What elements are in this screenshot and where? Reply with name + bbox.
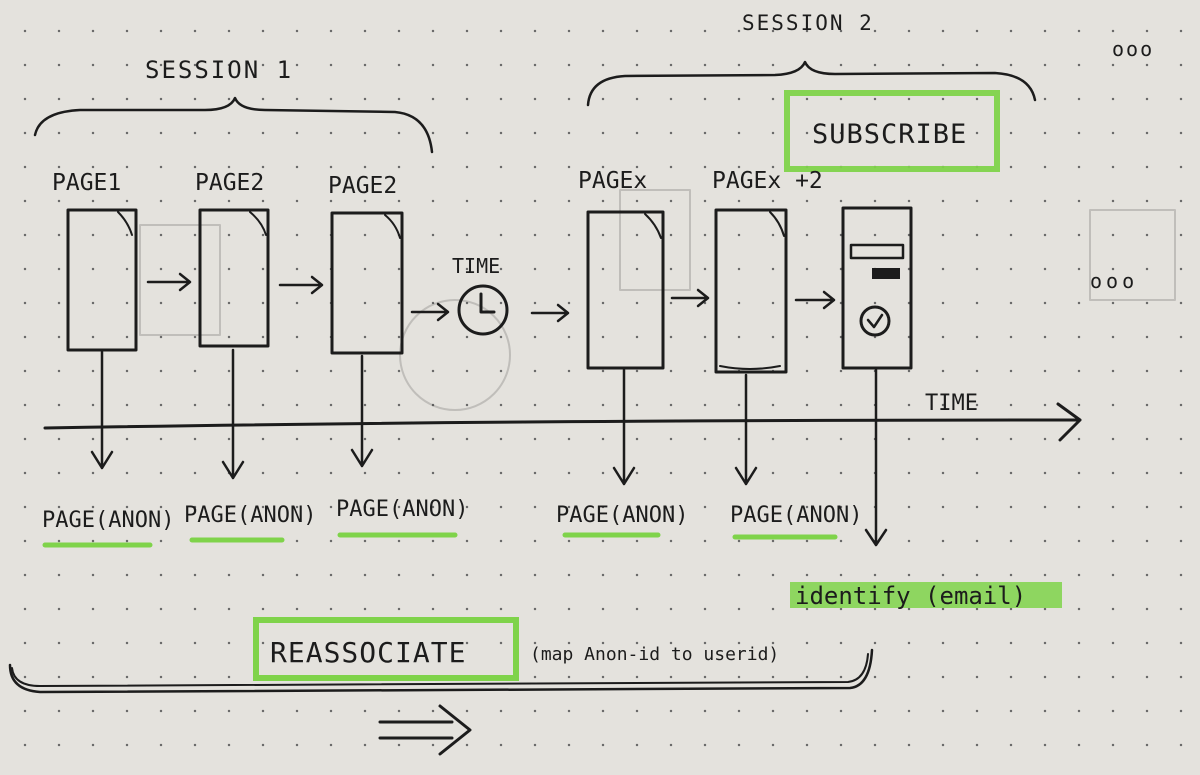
page-3-title: PAGE2	[328, 173, 397, 199]
page-2-sketch	[198, 208, 270, 348]
timeline-axis	[43, 402, 1082, 442]
ellipsis-middle: ooo	[1090, 269, 1138, 293]
reassociate-label: REASSOCIATE	[270, 636, 466, 669]
page-1-sketch	[66, 208, 138, 352]
page-x-title: PAGEx	[578, 168, 647, 194]
time-gap-label: TIME	[452, 254, 500, 278]
reassociate-bracket	[8, 648, 874, 694]
identify-label: identify (email)	[795, 582, 1026, 610]
reassociate-highlight	[253, 617, 519, 681]
reassociate-note: (map Anon-id to userid)	[530, 644, 779, 665]
timeline-label: TIME	[925, 391, 978, 416]
event-underlines	[42, 532, 838, 548]
clock-icon	[457, 284, 509, 336]
subscribe-label: SUBSCRIBE	[812, 119, 967, 150]
event-label-5: PAGE(ANON)	[730, 503, 862, 528]
page-x2-title: PAGEx +2	[712, 168, 823, 194]
next-arrow-icon	[378, 704, 472, 756]
reassociate-bracket-echo	[11, 653, 869, 687]
subscribe-page-sketch	[841, 206, 913, 370]
page-3-sketch	[330, 211, 404, 355]
bleed-through-marks	[139, 189, 1176, 411]
event-label-1: PAGE(ANON)	[42, 508, 174, 533]
event-label-2: PAGE(ANON)	[184, 503, 316, 528]
session-1-brace	[33, 96, 434, 154]
page-1-title: PAGE1	[52, 170, 121, 196]
event-arrows	[90, 348, 888, 547]
page-x2-sketch	[714, 208, 788, 374]
subscribe-highlight	[784, 90, 1000, 172]
identify-highlight	[790, 582, 1062, 608]
session-2-label: SESSION 2	[742, 11, 874, 35]
session-1-label: SESSION 1	[145, 56, 293, 84]
session-2-brace	[586, 60, 1037, 107]
page-x-sketch	[586, 210, 665, 370]
event-label-3: PAGE(ANON)	[336, 497, 468, 522]
page-2-title: PAGE2	[195, 170, 264, 196]
flow-arrows	[146, 272, 836, 323]
ellipsis-top: ooo	[1112, 37, 1154, 61]
event-label-4: PAGE(ANON)	[556, 503, 688, 528]
